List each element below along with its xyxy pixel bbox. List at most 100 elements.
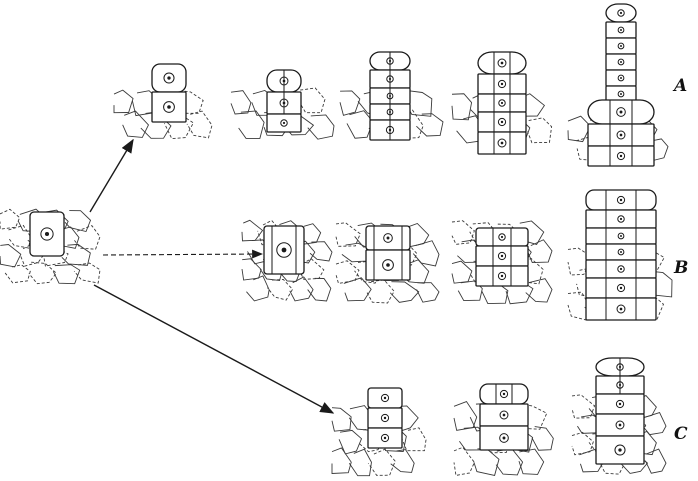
initial-cell — [29, 211, 65, 257]
a4-stage-1 — [477, 73, 527, 95]
a5-upper-2 — [605, 37, 637, 55]
nucleolus — [500, 61, 504, 65]
tissue-cell — [42, 245, 69, 267]
a2-stage-2 — [266, 113, 302, 133]
tissue-cell — [113, 89, 134, 114]
tissue-cell — [230, 90, 252, 115]
a5-lower-2 — [587, 145, 655, 167]
nucleus — [497, 251, 507, 261]
nucleolus — [167, 105, 171, 109]
nucleus — [380, 433, 390, 443]
row-label-a: A — [674, 76, 688, 96]
nucleolus — [500, 235, 504, 239]
tissue-cell — [300, 258, 325, 280]
tissue-cell — [238, 110, 265, 139]
a5-lower-1 — [587, 123, 655, 147]
nucleolus — [618, 402, 622, 406]
nucleus — [380, 393, 390, 403]
nucleus — [276, 242, 292, 258]
tissue-cell — [457, 280, 483, 302]
nucleolus — [619, 198, 623, 202]
tissue-cell — [299, 87, 326, 114]
tissue-cell — [527, 117, 553, 144]
b4-stage-4 — [585, 259, 657, 279]
nucleolus — [620, 93, 622, 95]
nucleus — [616, 130, 626, 140]
tissue-cell — [389, 281, 420, 303]
nucleolus — [502, 436, 506, 440]
nucleus — [497, 79, 507, 89]
nucleus — [497, 58, 507, 68]
nucleus — [499, 410, 509, 420]
nucleus — [280, 119, 288, 127]
a4-stage-0 — [477, 51, 527, 75]
tissue-cell — [453, 446, 475, 476]
c2-stage-2 — [479, 425, 529, 451]
tissue-cell — [412, 240, 440, 267]
tissue-cell — [307, 114, 335, 140]
nucleolus — [502, 392, 506, 396]
tissue-cell — [241, 219, 264, 242]
tissue-cell — [28, 261, 57, 285]
row-label-b: B — [674, 258, 689, 278]
nucleolus — [619, 286, 623, 290]
nucleus — [617, 248, 625, 256]
b3-stage-0 — [475, 227, 529, 247]
nucleolus — [619, 307, 623, 311]
tissue-cell — [246, 275, 270, 302]
nucleus — [497, 138, 507, 148]
a5-upper-0 — [605, 3, 637, 23]
cell-layer — [29, 3, 657, 465]
tissue-cell — [339, 90, 361, 116]
a5-upper-4 — [605, 69, 637, 87]
nucleolus — [500, 101, 504, 105]
arrow-to-row-b — [102, 249, 264, 259]
tissue-cell — [416, 282, 440, 303]
nucleus — [616, 304, 626, 314]
nucleolus — [619, 217, 623, 221]
tissue-cell — [390, 449, 415, 473]
nucleolus — [620, 251, 622, 253]
nucleus — [617, 42, 625, 50]
nucleus — [616, 283, 626, 293]
nucleus — [616, 151, 626, 161]
a1-stage-0 — [151, 63, 187, 93]
nucleolus — [620, 61, 622, 63]
nucleolus — [386, 263, 390, 267]
nucleolus — [619, 110, 623, 114]
nucleolus — [282, 121, 286, 125]
nucleus — [614, 444, 626, 456]
nucleolus — [500, 274, 504, 278]
tissue-cell — [367, 448, 396, 476]
nucleolus — [620, 77, 622, 79]
nucleolus — [386, 236, 390, 240]
nucleus — [617, 26, 625, 34]
nucleus — [617, 74, 625, 82]
b4-stage-0 — [585, 189, 657, 211]
nucleus — [617, 90, 625, 98]
tissue-cell — [451, 93, 473, 121]
nucleolus — [500, 254, 504, 258]
arrow-layer — [89, 138, 335, 414]
tissue-cell — [4, 264, 31, 284]
tissue-cell — [451, 260, 473, 284]
b4-stage-3 — [585, 243, 657, 261]
tissue-cell — [348, 448, 372, 477]
nucleus — [617, 58, 625, 66]
row-label-c: C — [674, 424, 688, 444]
tissue-cell — [0, 208, 21, 230]
a1-stage-1 — [151, 91, 187, 123]
tissue-cell — [641, 412, 667, 436]
tissue-cell — [335, 222, 361, 247]
a5-lower-0 — [587, 99, 655, 125]
nucleolus — [167, 76, 171, 80]
c2-stage-0 — [479, 383, 529, 405]
tissue-cell — [338, 429, 363, 455]
tissue-cell — [514, 258, 544, 285]
tissue-cell — [644, 448, 667, 474]
nucleolus — [620, 235, 622, 237]
tissue-cell — [525, 278, 553, 303]
nucleus — [617, 265, 625, 273]
